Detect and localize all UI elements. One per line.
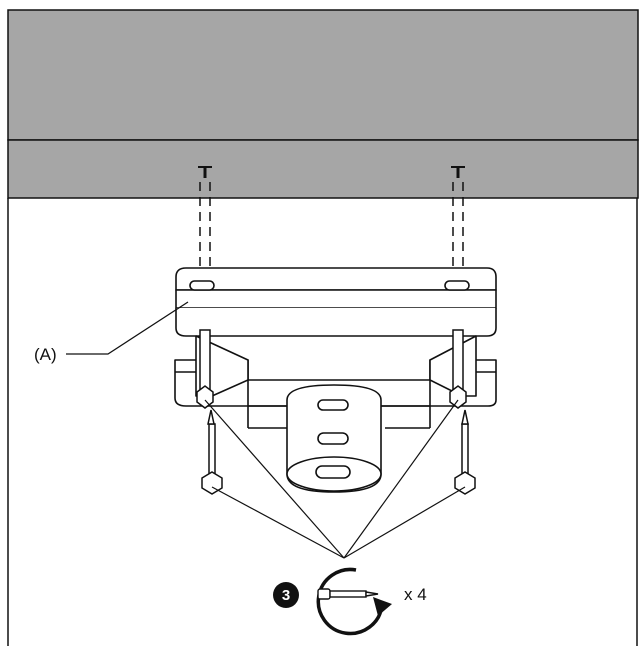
- post-slot-3: [315, 465, 351, 479]
- bracket-slot-left: [189, 280, 215, 291]
- ceiling-upper-slab: [7, 9, 639, 141]
- ceiling-holes: [198, 166, 465, 178]
- post-slot-1: [317, 399, 349, 411]
- mounting-bracket: [174, 267, 497, 429]
- svg-text:3: 3: [282, 587, 290, 604]
- loose-screws: [201, 409, 476, 495]
- ceiling: [7, 9, 639, 199]
- leader-lines: [204, 399, 466, 559]
- center-post: [286, 384, 382, 493]
- bracket-slot-right: [444, 280, 470, 291]
- screwdriver-icon: [317, 588, 379, 600]
- part-label-leader: [66, 301, 189, 355]
- part-label: (A): [34, 345, 57, 364]
- inserted-screws: [196, 329, 467, 409]
- post-slot-2: [317, 432, 349, 445]
- ceiling-lower-slab: [7, 139, 639, 199]
- rotate-clockwise-icon: [316, 567, 392, 636]
- step-badge: 3: [273, 582, 299, 608]
- frame-border: [7, 198, 638, 646]
- quantity-label: x 4: [404, 585, 427, 604]
